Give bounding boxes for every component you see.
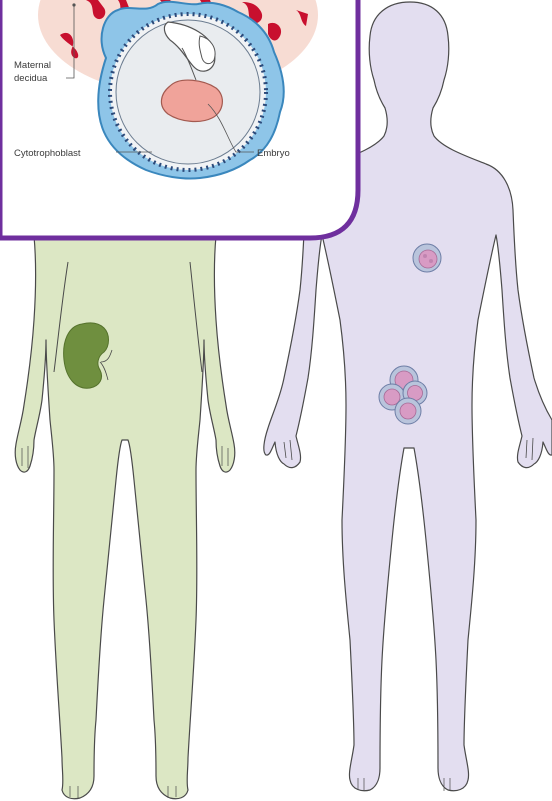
left-figure-silhouette	[15, 236, 235, 799]
label-maternal-decidua-line2: decidua	[14, 73, 48, 84]
label-cytotrophoblast: Cytotrophoblast	[14, 148, 81, 159]
left-human-figure	[15, 236, 235, 799]
embryo-body	[161, 80, 222, 121]
label-embryo: Embryo	[257, 148, 290, 159]
label-maternal-decidua-line1: Maternal	[14, 60, 51, 71]
upper-cell-cluster	[413, 244, 441, 272]
implantation-inset: Maternal decidua Cytotrophoblast Embryo	[0, 0, 358, 238]
